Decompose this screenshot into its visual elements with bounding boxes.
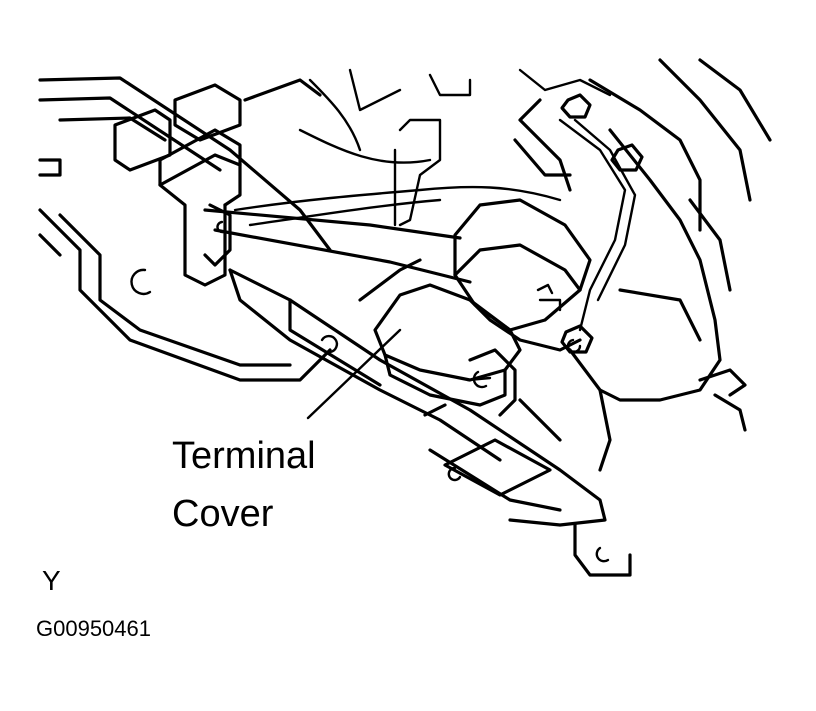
- wire-harness: [233, 68, 637, 332]
- callout-label-line-2: Cover: [172, 493, 274, 535]
- callout-label-line-1: Terminal: [172, 435, 316, 477]
- lower-plate: [228, 268, 632, 577]
- support-arm: [203, 203, 472, 284]
- mounting-bracket: [113, 78, 322, 287]
- view-marker: Y: [42, 565, 61, 596]
- right-frame: [513, 58, 772, 472]
- left-housing: [38, 76, 332, 382]
- terminal-cover-part: [358, 258, 522, 417]
- figure-code: G00950461: [36, 616, 151, 641]
- callout-leader-line: [306, 328, 402, 420]
- relay-box: [453, 198, 592, 352]
